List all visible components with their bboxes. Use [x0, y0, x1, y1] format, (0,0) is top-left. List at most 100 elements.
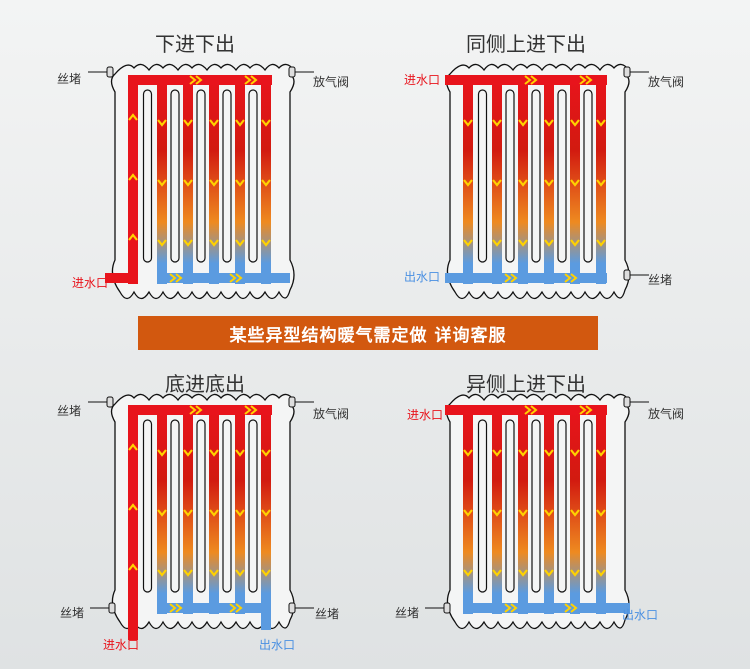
flow-arrow-icon	[157, 449, 167, 457]
cold-return-bar	[157, 603, 266, 613]
column-slot	[531, 419, 541, 593]
water-column	[518, 408, 528, 614]
flow-arrow-icon	[261, 119, 271, 127]
panel-title-bottom-in-bottom-out-floor: 底进底出	[165, 372, 245, 396]
plug-label: 丝堵	[60, 606, 85, 620]
flow-arrow-icon	[235, 449, 245, 457]
plug-icon	[288, 66, 296, 78]
flow-arrow-icon	[183, 569, 193, 577]
flow-arrow-icon	[209, 179, 219, 187]
column-slot	[196, 89, 206, 263]
flow-arrow-icon	[183, 239, 193, 247]
flow-arrow-icon	[209, 119, 219, 127]
inlet-pipe	[128, 603, 138, 640]
air-valve-label: 放气阀	[313, 75, 350, 89]
flow-arrow-icon	[128, 113, 138, 121]
column-slot	[248, 89, 258, 263]
flow-arrow-icon	[579, 405, 593, 415]
flow-arrow-icon	[492, 449, 502, 457]
panel-title-same-side-top-in-bottom-out: 同侧上进下出	[466, 32, 586, 56]
flow-arrow-icon	[570, 569, 580, 577]
column-slot	[196, 419, 206, 593]
inlet-label: 进水口	[103, 638, 140, 652]
flow-arrow-icon	[596, 569, 606, 577]
flow-arrow-icon	[504, 273, 518, 283]
outlet-label: 出水口	[259, 638, 296, 652]
flow-arrow-icon	[235, 569, 245, 577]
plug-icon	[106, 66, 114, 78]
flow-arrow-icon	[209, 239, 219, 247]
column-slot	[142, 89, 153, 263]
panel-title-bottom-in-bottom-out: 下进下出	[155, 32, 235, 56]
inlet-label: 进水口	[407, 408, 444, 422]
flow-arrow-icon	[564, 603, 578, 613]
plug-label: 丝堵	[395, 606, 420, 620]
plug-icon	[443, 602, 451, 614]
flow-arrow-icon	[209, 449, 219, 457]
flow-arrow-icon	[463, 569, 473, 577]
air-valve-label: 放气阀	[648, 407, 685, 421]
flow-arrow-icon	[463, 239, 473, 247]
plug-icon	[106, 396, 114, 408]
flow-arrow-icon	[544, 569, 554, 577]
flow-arrow-icon	[544, 449, 554, 457]
flow-arrow-icon	[157, 179, 167, 187]
water-column	[544, 78, 554, 284]
flow-arrow-icon	[235, 509, 245, 517]
custom-order-banner: 某些异型结构暖气需定做 详询客服	[138, 316, 598, 350]
flow-arrow-icon	[157, 239, 167, 247]
flow-arrow-icon	[596, 179, 606, 187]
column-slot	[505, 89, 515, 263]
flow-arrow-icon	[544, 119, 554, 127]
water-column	[596, 78, 606, 284]
flow-arrow-icon	[128, 563, 138, 571]
hot-supply-bar	[445, 405, 607, 415]
flow-arrow-icon	[492, 239, 502, 247]
plug-icon	[623, 66, 631, 78]
column-slot	[477, 419, 488, 593]
water-column	[492, 408, 502, 614]
flow-arrow-icon	[564, 273, 578, 283]
hot-supply-bar	[445, 75, 607, 85]
water-column	[128, 78, 138, 284]
flow-arrow-icon	[518, 239, 528, 247]
column-slot	[248, 419, 258, 593]
flow-arrow-icon	[518, 569, 528, 577]
flow-arrow-icon	[492, 179, 502, 187]
flow-arrow-icon	[492, 569, 502, 577]
flow-arrow-icon	[596, 449, 606, 457]
plug-icon	[623, 396, 631, 408]
flow-arrow-icon	[579, 75, 593, 85]
water-column	[209, 408, 219, 614]
cold-return-bar	[445, 273, 607, 283]
inlet-label: 进水口	[404, 73, 441, 87]
water-column	[544, 408, 554, 614]
flow-arrow-icon	[235, 179, 245, 187]
column-slot	[222, 89, 232, 263]
flow-arrow-icon	[189, 405, 203, 415]
inlet-pipe	[105, 273, 138, 283]
flow-arrow-icon	[157, 509, 167, 517]
plug-icon	[108, 602, 116, 614]
flow-arrow-icon	[504, 603, 518, 613]
air-valve-label: 放气阀	[648, 75, 685, 89]
water-column	[492, 78, 502, 284]
flow-arrow-icon	[524, 75, 538, 85]
flow-arrow-icon	[544, 179, 554, 187]
radiator-diagram-1	[88, 63, 314, 300]
flow-arrow-icon	[183, 509, 193, 517]
cold-return-bar	[157, 273, 290, 283]
plug-icon	[623, 269, 631, 281]
flow-arrow-icon	[463, 119, 473, 127]
column-slot	[170, 419, 180, 593]
column-slot	[505, 419, 515, 593]
inlet-label: 进水口	[72, 276, 109, 290]
flow-arrow-icon	[189, 75, 203, 85]
flow-arrow-icon	[544, 509, 554, 517]
flow-arrow-icon	[518, 509, 528, 517]
flow-arrow-icon	[261, 179, 271, 187]
water-column	[235, 408, 245, 614]
outlet-label: 出水口	[622, 608, 659, 622]
water-column	[157, 408, 167, 614]
flow-arrow-icon	[183, 119, 193, 127]
